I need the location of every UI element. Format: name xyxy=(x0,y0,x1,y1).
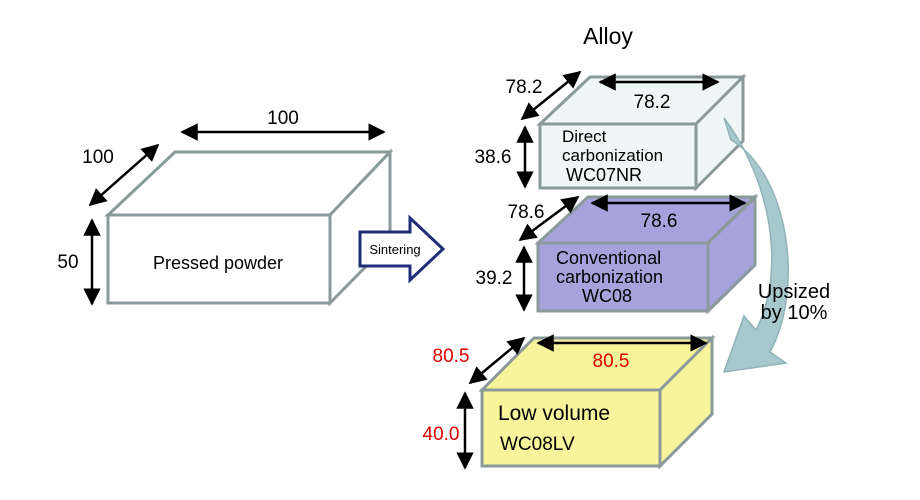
sintering-arrow: Sintering xyxy=(358,214,446,284)
pressed-powder-block: Pressed powder xyxy=(104,148,394,307)
block1-line1: Direct xyxy=(562,127,607,146)
pressed-powder-label: Pressed powder xyxy=(153,253,283,273)
block1-height-label: 38.6 xyxy=(475,147,512,168)
block2-dimensions: 78.6 78.6 39.2 xyxy=(476,194,747,312)
upsize-curved-arrow xyxy=(722,117,789,373)
block3-line1: Low volume xyxy=(498,402,610,425)
block-direct-carbonization: Direct carbonization WC07NR xyxy=(536,73,747,192)
block2-code: WC08 xyxy=(582,286,632,306)
block2-depth-arrow xyxy=(518,195,580,242)
upsize-note-line1: Upsized xyxy=(758,281,830,303)
block1-width-label: 78.2 xyxy=(634,92,671,113)
block3-depth-label: 80.5 xyxy=(433,346,470,367)
width-label: 100 xyxy=(267,108,299,129)
sintering-label: Sintering xyxy=(369,242,420,257)
block1-dimensions: 78.2 78.2 38.6 xyxy=(475,70,720,189)
pressed-powder-dimensions: 100 100 50 xyxy=(57,108,386,306)
depth-label: 100 xyxy=(82,147,114,168)
block2-width-label: 78.6 xyxy=(641,211,678,232)
block2-depth-label: 78.6 xyxy=(508,202,545,223)
block2-height-label: 39.2 xyxy=(476,268,513,289)
block1-depth-label: 78.2 xyxy=(506,77,543,98)
depth-arrow xyxy=(88,143,160,207)
upsize-note-line2: by 10% xyxy=(761,302,828,324)
block1-depth-arrow xyxy=(520,70,582,121)
block3-code: WC08LV xyxy=(500,434,575,455)
block1-line2: carbonization xyxy=(562,146,663,165)
curved-arrow-shape xyxy=(722,117,789,373)
height-label: 50 xyxy=(57,252,78,273)
block3-front-face xyxy=(480,388,662,468)
block1-front-face xyxy=(538,122,698,190)
block2-line1: Conventional xyxy=(556,248,661,268)
pressed-powder-front-face xyxy=(106,213,332,305)
block3-depth-arrow xyxy=(468,336,526,385)
block2-line2: carbonization xyxy=(556,267,663,287)
title: Alloy xyxy=(583,23,633,49)
block3-width-label: 80.5 xyxy=(593,351,630,372)
block2-front-face xyxy=(536,241,710,313)
sintering-arrow-shape xyxy=(358,214,446,284)
block3-height-label: 40.0 xyxy=(423,424,460,445)
block1-code: WC07NR xyxy=(566,165,642,185)
block3-dimensions: 80.5 80.5 40.0 xyxy=(423,334,708,470)
